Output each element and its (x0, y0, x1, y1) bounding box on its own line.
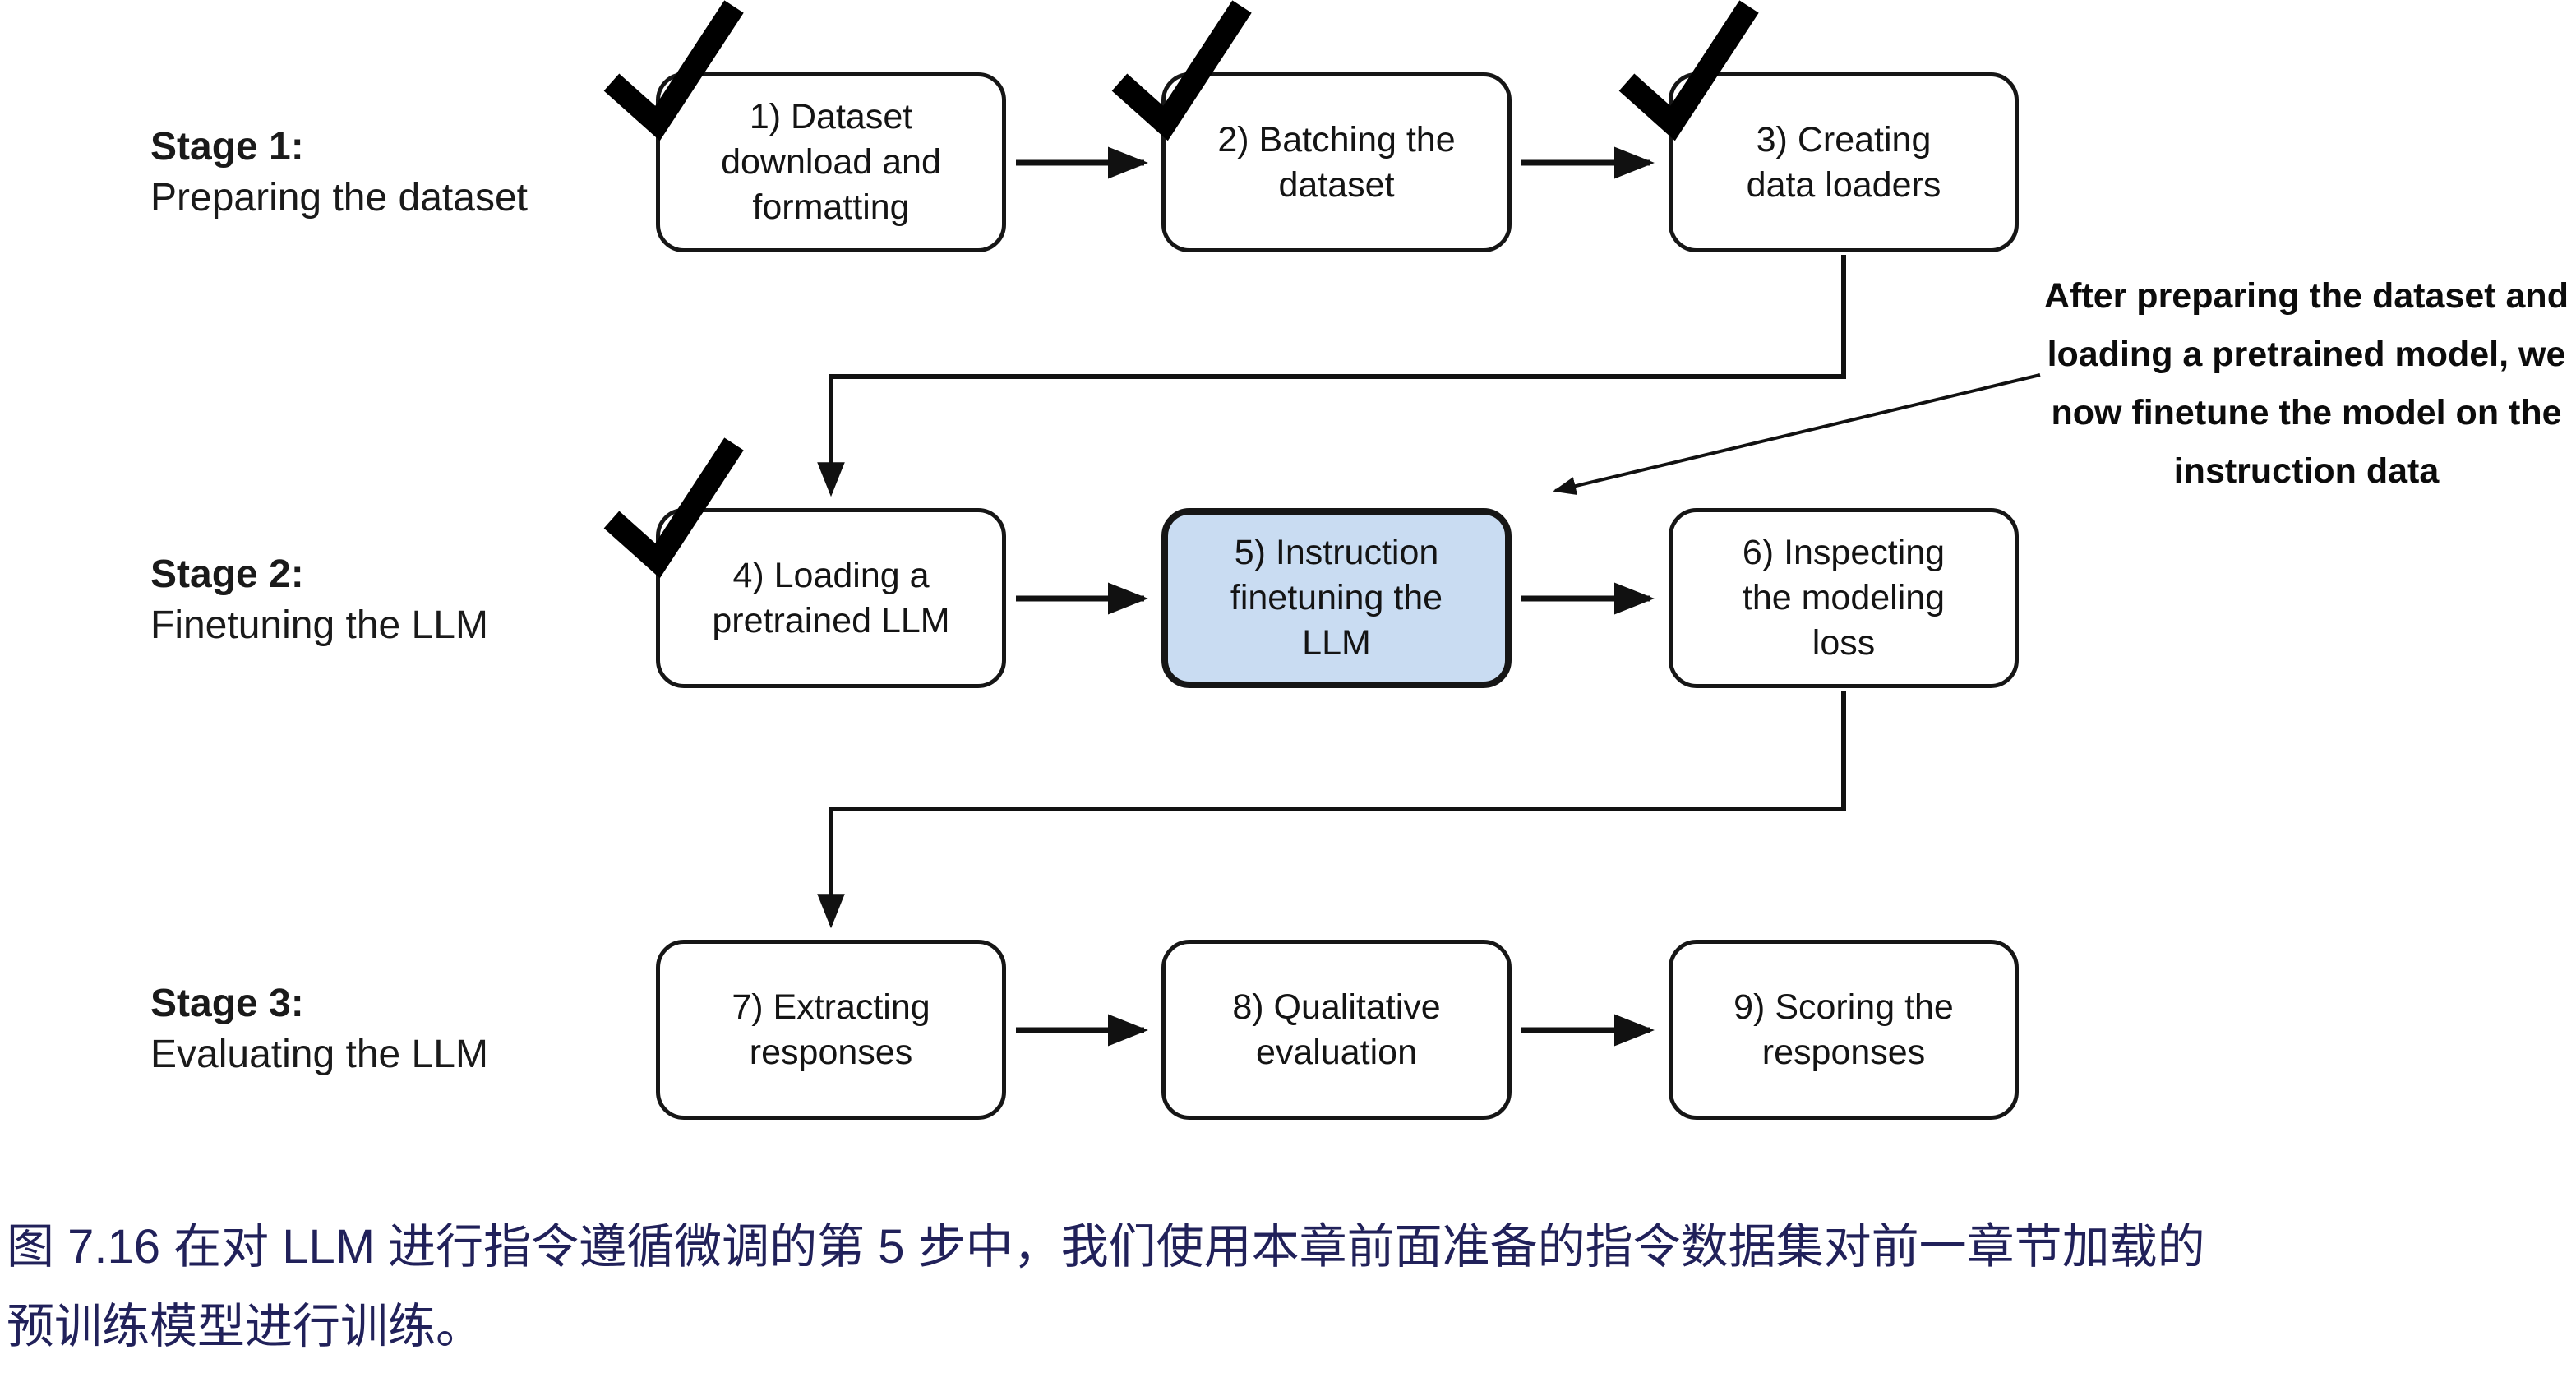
figure-caption: 图 7.16 在对 LLM 进行指令遵循微调的第 5 步中，我们使用本章前面准备… (7, 1207, 2571, 1366)
box-9-line: 9) Scoring the (1733, 987, 1954, 1027)
flow-box-1-dataset-download-formatting: 1) Dataset download and formatting (656, 72, 1006, 252)
annotation-line: instruction data (2173, 451, 2440, 491)
stage-1-title: Stage 1: (150, 125, 304, 169)
box-2-line: dataset (1278, 164, 1395, 205)
flow-box-6-inspecting-modeling-loss: 6) Inspecting the modeling loss (1669, 508, 2019, 688)
box-4-line: 4) Loading a (732, 555, 930, 595)
flow-box-8-qualitative-evaluation: 8) Qualitative evaluation (1161, 940, 1512, 1120)
box-7-line: responses (749, 1032, 913, 1072)
flow-box-7-extracting-responses: 7) Extracting responses (656, 940, 1006, 1120)
box-1-line: download and (721, 142, 941, 182)
stage-2-subtitle: Finetuning the LLM (150, 603, 488, 647)
annotation-line: now finetune the model on the (2051, 393, 2562, 432)
box-3-line: 3) Creating (1756, 119, 1932, 159)
elbow-connector-box3-to-box4 (817, 255, 1846, 497)
box-6-line: the modeling (1742, 578, 1946, 617)
box-5-line: 5) Instruction (1234, 533, 1439, 572)
box-2-line: 2) Batching the (1217, 119, 1456, 159)
box-1-line: formatting (752, 187, 910, 227)
elbow-connector-box6-to-box7 (817, 691, 1846, 929)
box-8-line: 8) Qualitative (1232, 987, 1441, 1027)
annotation-arrow (1553, 373, 2041, 496)
flow-box-9-scoring-responses: 9) Scoring the responses (1669, 940, 2019, 1120)
box-4-line: pretrained LLM (712, 600, 950, 640)
box-8-line: evaluation (1255, 1032, 1418, 1072)
box-7-line: 7) Extracting (732, 987, 930, 1027)
box-3-line: data loaders (1746, 164, 1941, 205)
box-9-line: responses (1761, 1032, 1926, 1072)
stage-1-subtitle: Preparing the dataset (150, 176, 528, 220)
box-6-line: 6) Inspecting (1742, 533, 1946, 572)
stage-3-label: Stage 3: Evaluating the LLM (150, 978, 488, 1080)
stage-3-title: Stage 3: (150, 982, 304, 1025)
box-6-line: loss (1812, 623, 1876, 663)
box-1-line: 1) Dataset (749, 97, 913, 136)
figure-caption-line-1: 图 7.16 在对 LLM 进行指令遵循微调的第 5 步中，我们使用本章前面准备… (7, 1220, 2205, 1274)
box-5-line: finetuning the (1230, 578, 1443, 617)
flow-box-4-loading-pretrained-llm: 4) Loading a pretrained LLM (656, 508, 1006, 688)
box-5-line: LLM (1302, 623, 1371, 663)
stage-2-label: Stage 2: Finetuning the LLM (150, 549, 488, 651)
flow-box-5-instruction-finetuning-llm-highlighted: 5) Instruction finetuning the LLM (1161, 508, 1512, 688)
figure-caption-line-2: 预训练模型进行训练。 (7, 1300, 484, 1353)
flow-box-3-creating-data-loaders: 3) Creating data loaders (1669, 72, 2019, 252)
stage-1-label: Stage 1: Preparing the dataset (150, 122, 528, 224)
stage-3-subtitle: Evaluating the LLM (150, 1033, 488, 1076)
annotation-line: loading a pretrained model, we (2047, 335, 2566, 374)
annotation-line: After preparing the dataset and (2044, 276, 2569, 316)
annotation-note: After preparing the dataset and loading … (2037, 267, 2576, 501)
flow-box-2-batching-dataset: 2) Batching the dataset (1161, 72, 1512, 252)
stage-2-title: Stage 2: (150, 552, 304, 596)
